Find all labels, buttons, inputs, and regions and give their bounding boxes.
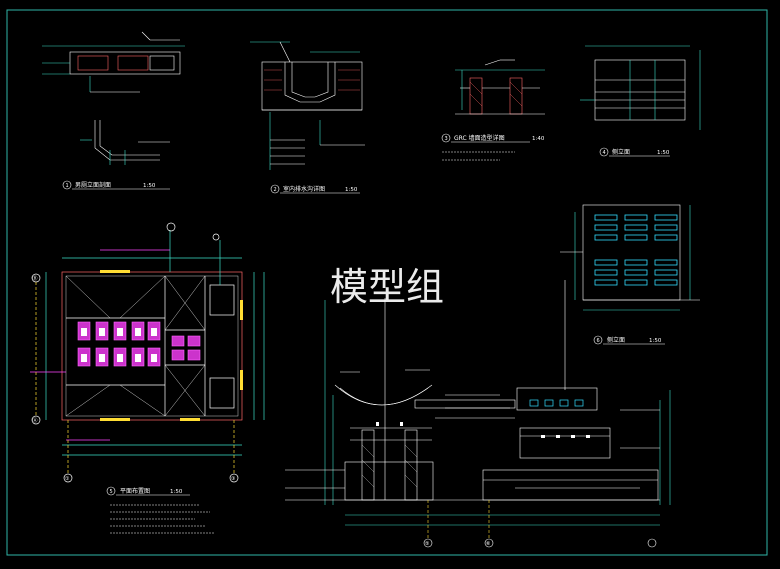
elevation-brackets xyxy=(376,422,590,438)
detail-1-title: 男厕立面剖面 xyxy=(75,181,111,189)
detail-6-scale: 1:50 xyxy=(649,338,662,344)
detail-4-scale: 1:50 xyxy=(657,150,670,156)
detail-6-elevation xyxy=(560,204,700,345)
plan-axis-a: Ⓐ xyxy=(33,417,38,424)
detail-3-title: GRC 墙面造型详图 xyxy=(454,134,505,142)
detail-2-hatch xyxy=(264,69,360,91)
watermark: 模型组 xyxy=(330,265,444,309)
detail-2-scale: 1:50 xyxy=(345,187,358,193)
detail-3-scale: 1:40 xyxy=(532,136,545,142)
detail-5-number: 5 xyxy=(110,489,113,495)
detail-2 xyxy=(250,41,365,194)
plan-axis-b: Ⓑ xyxy=(33,275,38,282)
detail-6-number: 6 xyxy=(597,338,600,344)
entrance-elevation xyxy=(285,280,671,548)
detail-3 xyxy=(441,59,545,161)
drawing-frame xyxy=(6,9,768,556)
detail-5-title: 平面布置图 xyxy=(120,487,150,495)
detail-4 xyxy=(580,45,701,157)
detail-1-number: 1 xyxy=(66,183,69,189)
stall-seats xyxy=(81,328,157,362)
detail-1-scale: 1:50 xyxy=(143,183,156,189)
elevation-windows xyxy=(529,399,584,407)
elev-axis-5: ⑤ xyxy=(425,541,429,547)
detail-1 xyxy=(42,31,185,190)
detail-6-windows xyxy=(594,214,678,286)
detail-5-label-line xyxy=(106,486,215,534)
detail-3-hatch xyxy=(469,81,523,107)
post-hatch xyxy=(361,444,418,488)
detail-5-scale: 1:50 xyxy=(170,489,183,495)
detail-4-number: 4 xyxy=(603,150,606,156)
plan-axis-3: ③ xyxy=(231,476,235,482)
plan-axis-1: ① xyxy=(65,476,70,482)
detail-2-title: 室内排水沟详图 xyxy=(283,185,325,193)
detail-3-number: 3 xyxy=(445,136,448,142)
floor-plan xyxy=(30,222,265,483)
detail-2-number: 2 xyxy=(274,187,277,193)
plan-openings xyxy=(100,270,243,421)
elev-axis-6: ⑥ xyxy=(486,541,491,547)
detail-6-title: 侧立面 xyxy=(607,336,625,344)
detail-4-title: 侧立面 xyxy=(612,148,630,156)
